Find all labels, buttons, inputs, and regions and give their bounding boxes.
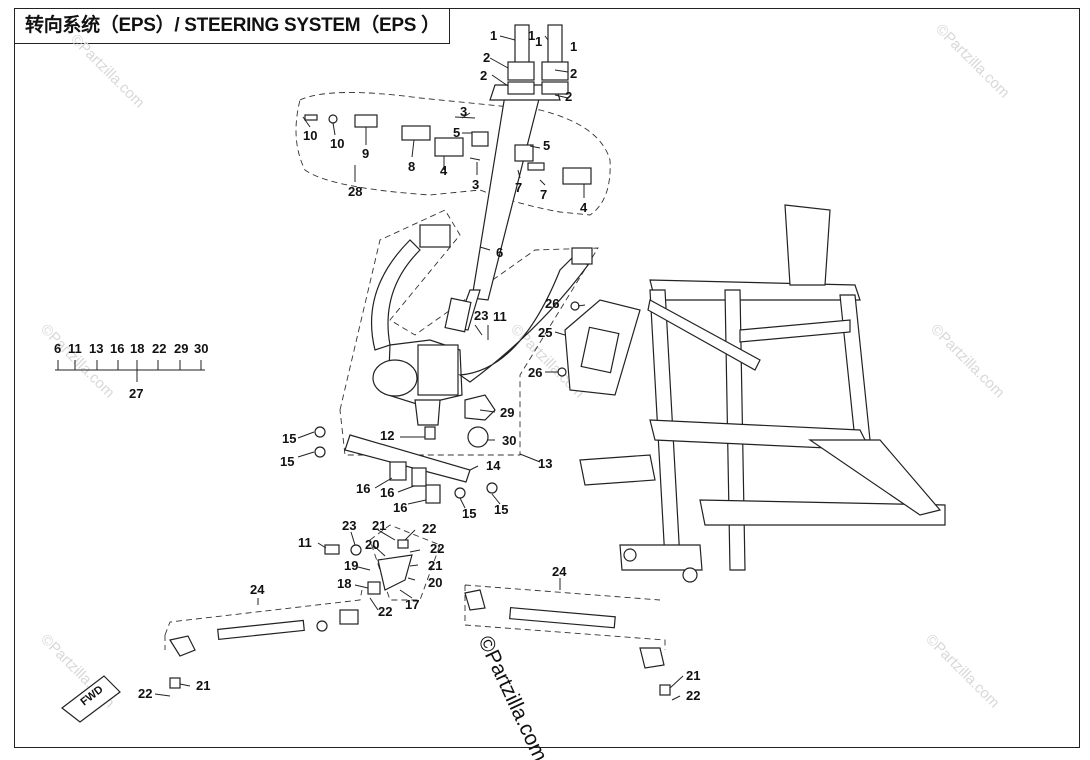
kit-27-item-label: 6 — [54, 341, 61, 356]
callout-16: 16 — [393, 500, 407, 515]
watermark-mid-left: ©Partzilla.com — [37, 321, 118, 402]
callout-21: 21 — [196, 678, 210, 693]
callout-5: 5 — [543, 138, 550, 153]
kit-27-item-label: 29 — [174, 341, 188, 356]
tie-rod-left — [169, 609, 359, 689]
callout-6: 6 — [496, 245, 503, 260]
callout-11: 11 — [493, 309, 507, 324]
kit-27-label: 27 — [129, 386, 143, 401]
vehicle-frame — [579, 204, 946, 583]
center-watermark: ©Partzilla.com — [473, 632, 551, 760]
kit-27-item-label: 11 — [68, 341, 82, 356]
callout-20: 20 — [365, 537, 379, 552]
callout-5: 5 — [453, 125, 460, 140]
callout-14: 14 — [486, 458, 501, 473]
callout-8: 8 — [408, 159, 415, 174]
callout-1: 1 — [570, 39, 577, 54]
leader-lines — [154, 35, 684, 701]
diagram-title: 转向系统（EPS）/ STEERING SYSTEM（EPS ） — [14, 8, 450, 44]
diagram-frame — [14, 8, 1080, 748]
callout-22: 22 — [430, 541, 444, 556]
group-17-outline — [369, 524, 441, 601]
callout-16: 16 — [356, 481, 370, 496]
callout-4: 4 — [440, 163, 448, 178]
callout-13: 13 — [538, 456, 552, 471]
callout-16: 16 — [380, 485, 394, 500]
bracket-14 — [314, 394, 498, 504]
callout-22: 22 — [138, 686, 152, 701]
callout-3: 3 — [460, 104, 467, 119]
callout-24: 24 — [250, 582, 265, 597]
callout-1: 1 — [535, 34, 542, 49]
callout-20: 20 — [428, 575, 442, 590]
callout-29: 29 — [500, 405, 514, 420]
callouts: 1 1 1 1 2 2 2 2 3 3 4 4 5 5 6 7 7 8 9 10… — [138, 28, 700, 703]
callout-26: 26 — [545, 296, 559, 311]
callout-15: 15 — [282, 431, 296, 446]
callout-21: 21 — [372, 518, 386, 533]
callout-3: 3 — [472, 177, 479, 192]
kit-27-item-label: 13 — [89, 341, 103, 356]
kit-27-item-label: 30 — [194, 341, 208, 356]
kit-27-items: 6 11 13 16 18 22 29 30 — [54, 341, 208, 356]
kit-27-item-label: 22 — [152, 341, 166, 356]
callout-4: 4 — [580, 200, 588, 215]
kit-27-bracket — [55, 360, 205, 382]
callout-18: 18 — [337, 576, 351, 591]
group-13-outline — [339, 209, 599, 456]
callout-26: 26 — [528, 365, 542, 380]
watermark-top-left: ©Partzilla.com — [67, 31, 148, 112]
tie-rod-right — [464, 589, 671, 696]
callout-11: 11 — [298, 535, 312, 550]
group-outlines — [164, 92, 666, 650]
kit-27-item-label: 16 — [110, 341, 124, 356]
callout-15: 15 — [462, 506, 476, 521]
callout-10: 10 — [330, 136, 344, 151]
callout-30: 30 — [502, 433, 516, 448]
callout-28: 28 — [348, 184, 362, 199]
callout-2: 2 — [565, 89, 572, 104]
callout-17: 17 — [405, 597, 419, 612]
watermark-bottom-right: ©Partzilla.com — [922, 631, 1003, 712]
callout-22: 22 — [686, 688, 700, 703]
callout-24: 24 — [552, 564, 567, 579]
steering-column — [444, 24, 569, 333]
callout-7: 7 — [540, 187, 547, 202]
tie-rod-right-outline2 — [464, 584, 661, 601]
callout-2: 2 — [483, 50, 490, 65]
callout-1: 1 — [528, 28, 535, 43]
callout-22: 22 — [422, 521, 436, 536]
callout-22: 22 — [378, 604, 392, 619]
callout-15: 15 — [494, 502, 508, 517]
eps-motor — [370, 224, 593, 440]
callout-19: 19 — [344, 558, 358, 573]
callout-21: 21 — [686, 668, 700, 683]
watermark-top-right: ©Partzilla.com — [932, 21, 1013, 102]
group-28-outline — [295, 92, 611, 216]
callout-1: 1 — [490, 28, 497, 43]
callout-25: 25 — [538, 325, 552, 340]
callout-15: 15 — [280, 454, 294, 469]
tie-rod-right-outline — [464, 585, 666, 650]
callout-9: 9 — [362, 146, 369, 161]
callout-12: 12 — [380, 428, 394, 443]
pitman-arm — [324, 539, 413, 595]
callout-23: 23 — [474, 308, 488, 323]
callout-21: 21 — [428, 558, 442, 573]
callout-2: 2 — [480, 68, 487, 83]
eps-controller — [557, 299, 641, 396]
callout-7: 7 — [515, 180, 522, 195]
kit-27-item-label: 18 — [130, 341, 144, 356]
callout-10: 10 — [303, 128, 317, 143]
tie-rod-left-outline — [164, 589, 363, 636]
callout-2: 2 — [570, 66, 577, 81]
callout-23: 23 — [342, 518, 356, 533]
watermark-mid-right: ©Partzilla.com — [927, 321, 1008, 402]
lock-assembly-parts — [304, 114, 592, 185]
